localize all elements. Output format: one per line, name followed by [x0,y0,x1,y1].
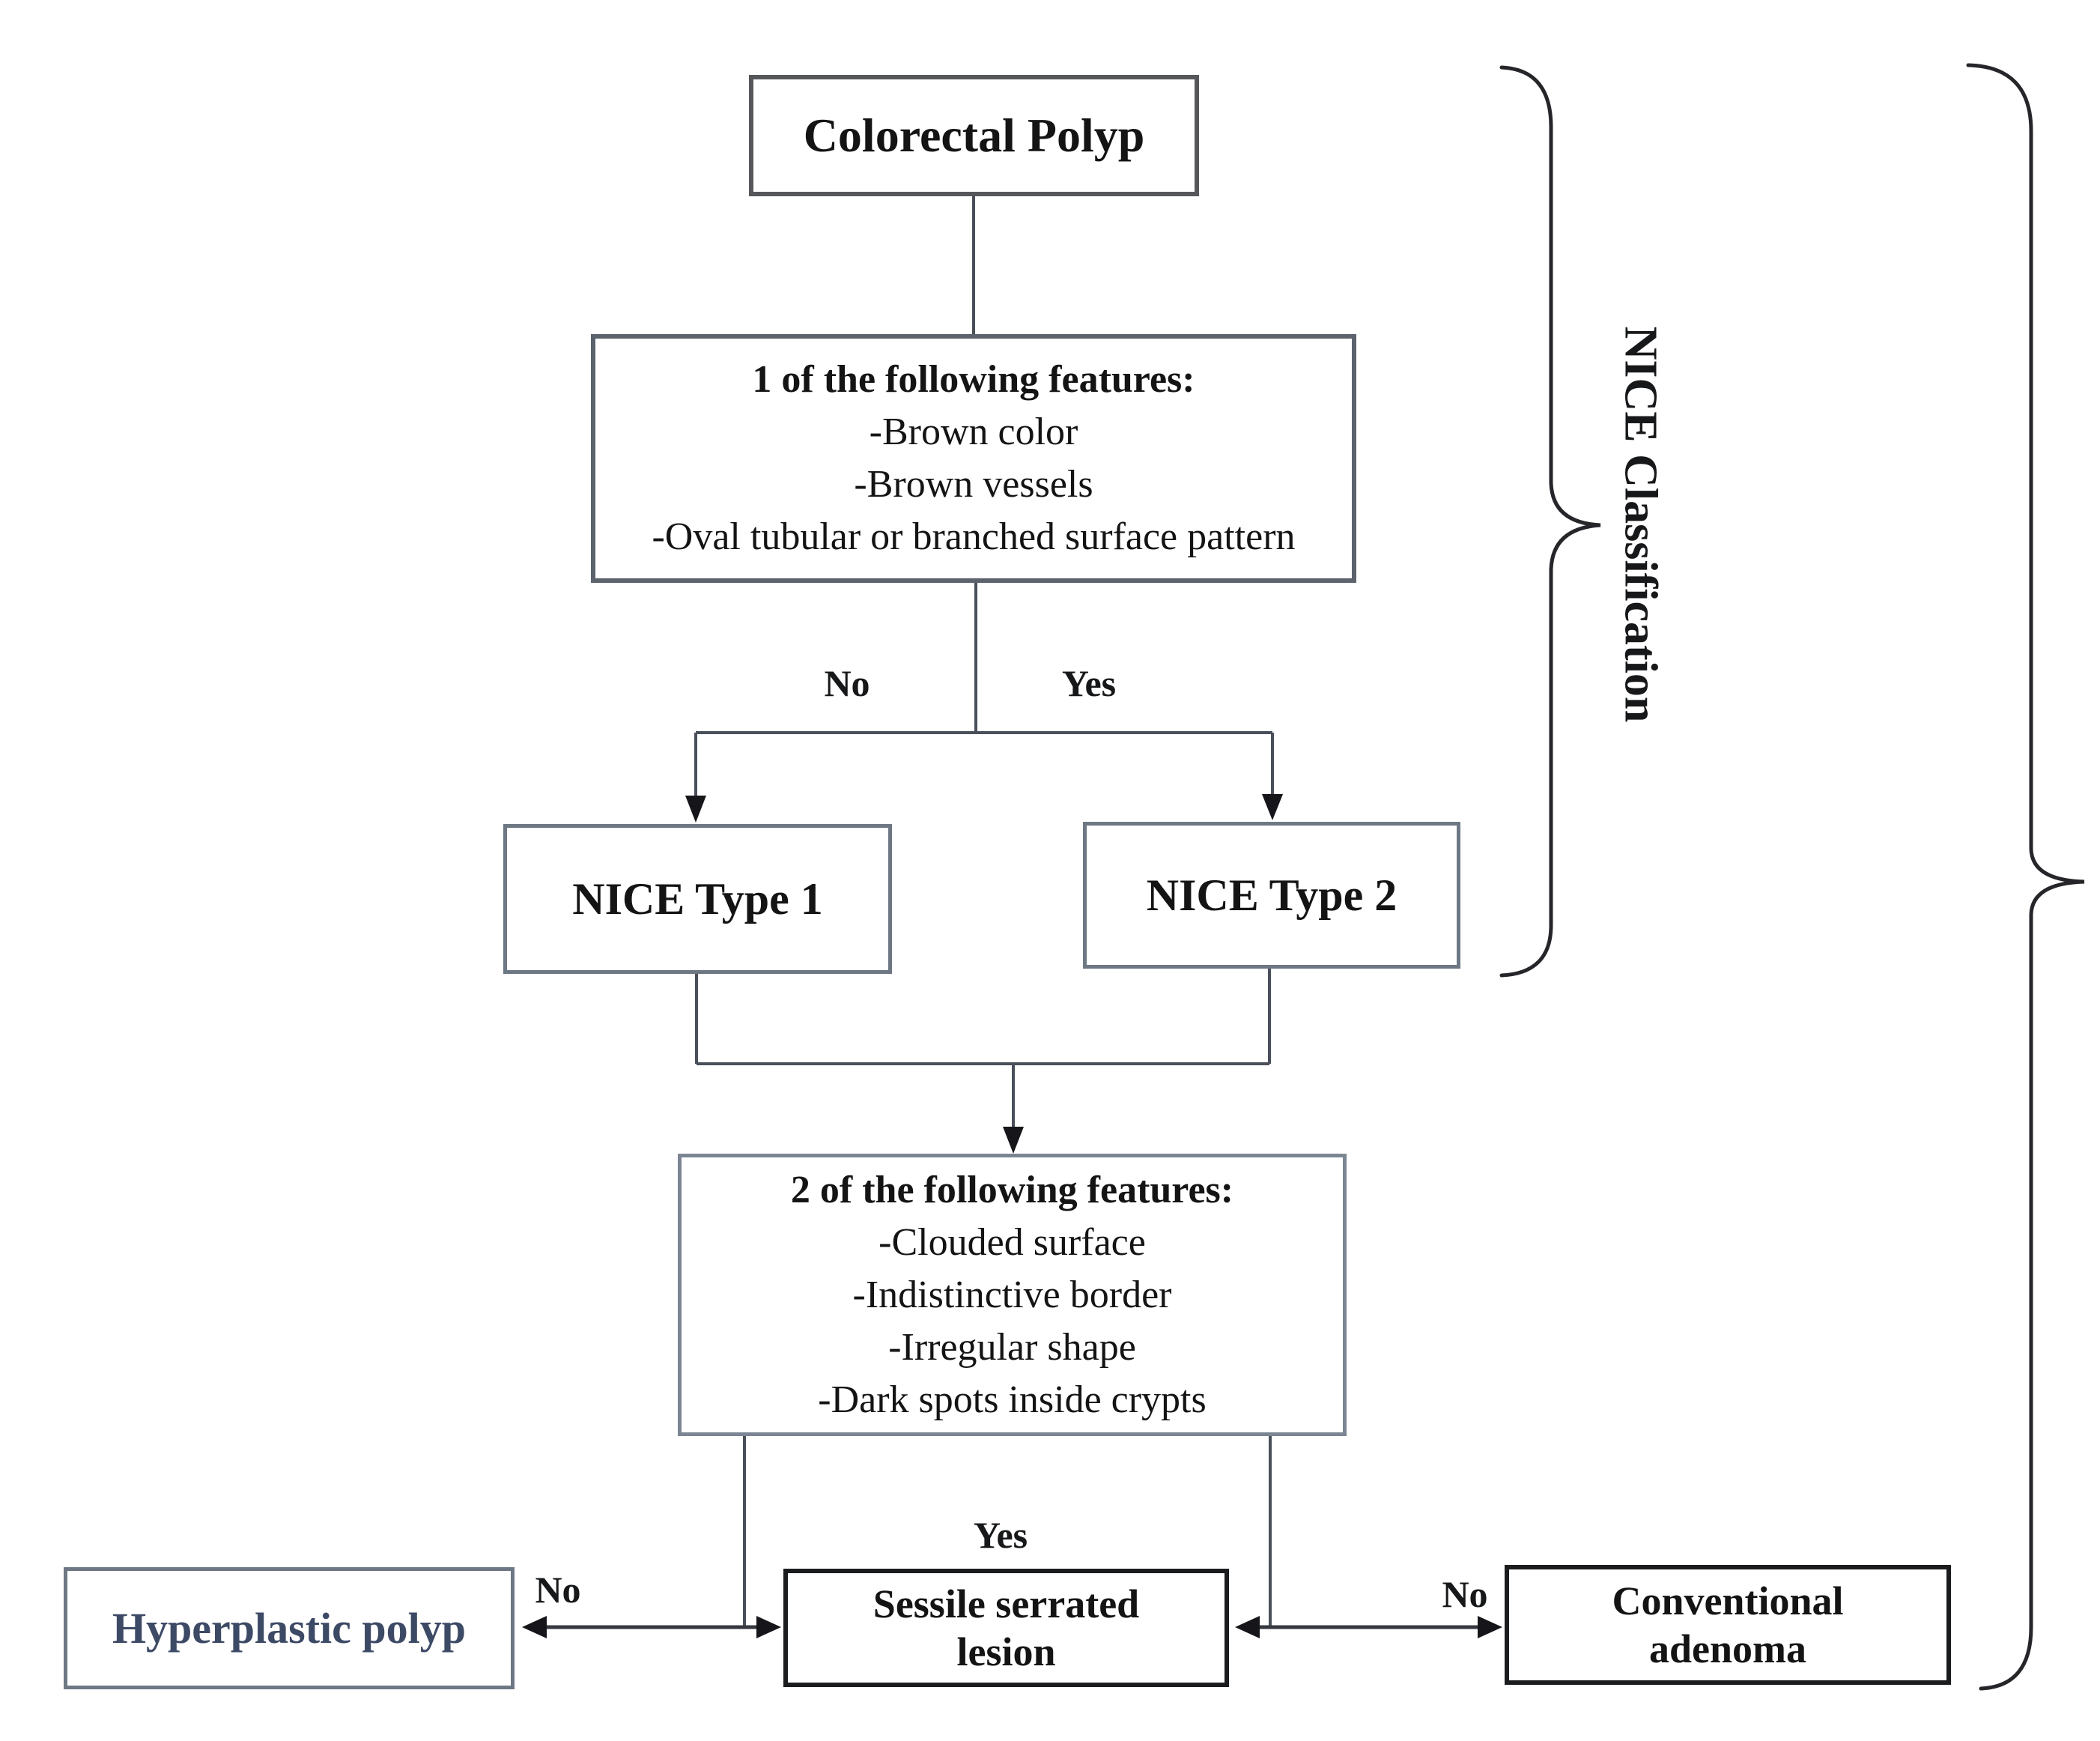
arrowhead-right-sessile [756,1616,781,1638]
criteria-1-item: -Brown vessels [854,463,1093,506]
brace-nice-classification [1499,65,1601,978]
node-criteria-2: 2 of the following features: -Clouded su… [678,1154,1347,1436]
node-nice-type-1-label: NICE Type 1 [572,873,823,924]
criteria-2-item: -Indistinctive border [852,1273,1172,1316]
node-sessile-serrated-lesion: Sessile serrated lesion [783,1569,1229,1687]
node-nice-type-2-label: NICE Type 2 [1146,870,1398,920]
edge-label-yes: Yes [973,1514,1028,1556]
edge-label-no: No [824,662,870,704]
connector-lines [694,196,1274,1627]
node-hyperplastic-polyp-label: Hyperplastic polyp [112,1604,467,1653]
node-hyperplastic-polyp: Hyperplastic polyp [64,1567,515,1689]
criteria-2-item: -Irregular shape [888,1325,1136,1369]
side-label-nice-classification: NICE Classification [1615,326,1666,723]
criteria-1-item: -Oval tubular or branched surface patter… [652,515,1296,558]
arrowhead-down-nice1 [685,796,706,823]
braces [1499,63,2085,1691]
node-sessile-serrated-lesion-label: Sessile serrated lesion [873,1581,1140,1674]
node-conventional-adenoma-label: Conventional adenoma [1612,1578,1844,1671]
criteria-1-heading: 1 of the following features: [752,358,1195,401]
arrowhead-left-sessile [1235,1616,1260,1638]
node-colorectal-polyp: Colorectal Polyp [749,75,1199,196]
edge-label-no: No [1442,1573,1488,1615]
criteria-2-item: -Clouded surface [878,1220,1146,1264]
edge-label-yes: Yes [1061,662,1117,704]
arrowhead-right-conventional [1478,1616,1502,1638]
arrowheads [522,794,1502,1638]
arrowhead-down-criteria2 [1003,1127,1024,1154]
node-criteria-1: 1 of the following features: -Brown colo… [591,334,1356,583]
node-conventional-adenoma: Conventional adenoma [1505,1565,1951,1685]
brace-full-figure [1966,63,2085,1691]
criteria-1-item: -Brown color [869,411,1078,453]
criteria-2-heading: 2 of the following features: [790,1168,1234,1211]
arrowhead-left-hyperplastic [522,1616,547,1638]
criteria-2-item: -Dark spots inside crypts [818,1378,1207,1421]
edge-label-no: No [535,1569,581,1611]
node-colorectal-polyp-label: Colorectal Polyp [803,109,1145,162]
arrowhead-down-nice2 [1262,794,1283,820]
node-nice-type-1: NICE Type 1 [503,824,892,974]
node-nice-type-2: NICE Type 2 [1083,822,1460,969]
